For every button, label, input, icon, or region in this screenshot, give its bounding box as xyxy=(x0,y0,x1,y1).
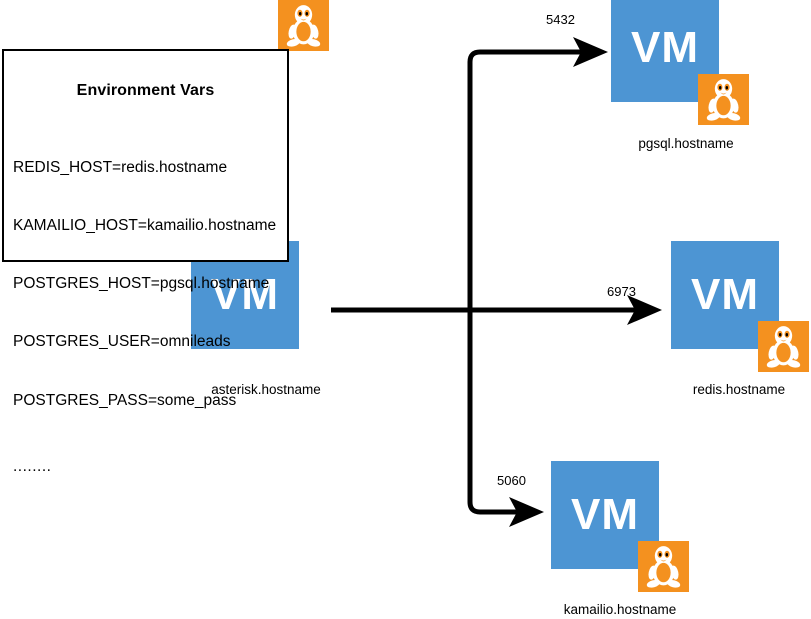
connector-asterisk-to-pgsql xyxy=(467,37,609,312)
node-label-asterisk: asterisk.hostname xyxy=(211,382,321,397)
port-label-pgsql: 5432 xyxy=(546,12,575,27)
port-label-redis: 6973 xyxy=(607,284,636,299)
environment-vars-panel: Environment Vars REDIS_HOST=redis.hostna… xyxy=(2,49,289,475)
env-var-line: KAMAILIO_HOST=kamailio.hostname xyxy=(13,217,277,235)
tux-linux-icon xyxy=(638,541,689,592)
environment-vars-title: Environment Vars xyxy=(76,82,215,99)
env-vars-ellipsis: ........ xyxy=(13,457,52,475)
node-redis[interactable]: VM xyxy=(671,241,811,401)
node-kamailio[interactable]: VM xyxy=(551,461,701,619)
vm-label-asterisk: VM xyxy=(211,270,279,319)
vm-box-kamailio: VM xyxy=(551,461,659,569)
tux-linux-icon xyxy=(698,74,749,125)
env-var-line: POSTGRES_HOST=pgsql.hostname xyxy=(13,275,270,293)
vm-label-redis: VM xyxy=(691,270,759,319)
node-label-kamailio: kamailio.hostname xyxy=(563,602,677,617)
node-label-pgsql: pgsql.hostname xyxy=(638,136,734,151)
node-label-redis: redis.hostname xyxy=(692,382,786,397)
environment-vars-list: REDIS_HOST=redis.hostname KAMAILIO_HOST=… xyxy=(13,119,281,515)
vm-box-redis: VM xyxy=(671,241,779,349)
vm-label-pgsql: VM xyxy=(631,23,699,72)
tux-linux-icon xyxy=(278,0,329,51)
node-pgsql[interactable]: VM xyxy=(611,0,761,164)
env-var-line: POSTGRES_USER=omnileads xyxy=(13,333,231,351)
vm-label-kamailio: VM xyxy=(571,490,639,539)
env-var-line: REDIS_HOST=redis.hostname xyxy=(13,158,228,176)
connector-asterisk-to-kamailio xyxy=(467,308,545,527)
env-var-line: POSTGRES_PASS=some_pass xyxy=(13,391,237,409)
port-label-kamailio: 5060 xyxy=(497,473,526,488)
tux-linux-icon xyxy=(758,321,809,372)
